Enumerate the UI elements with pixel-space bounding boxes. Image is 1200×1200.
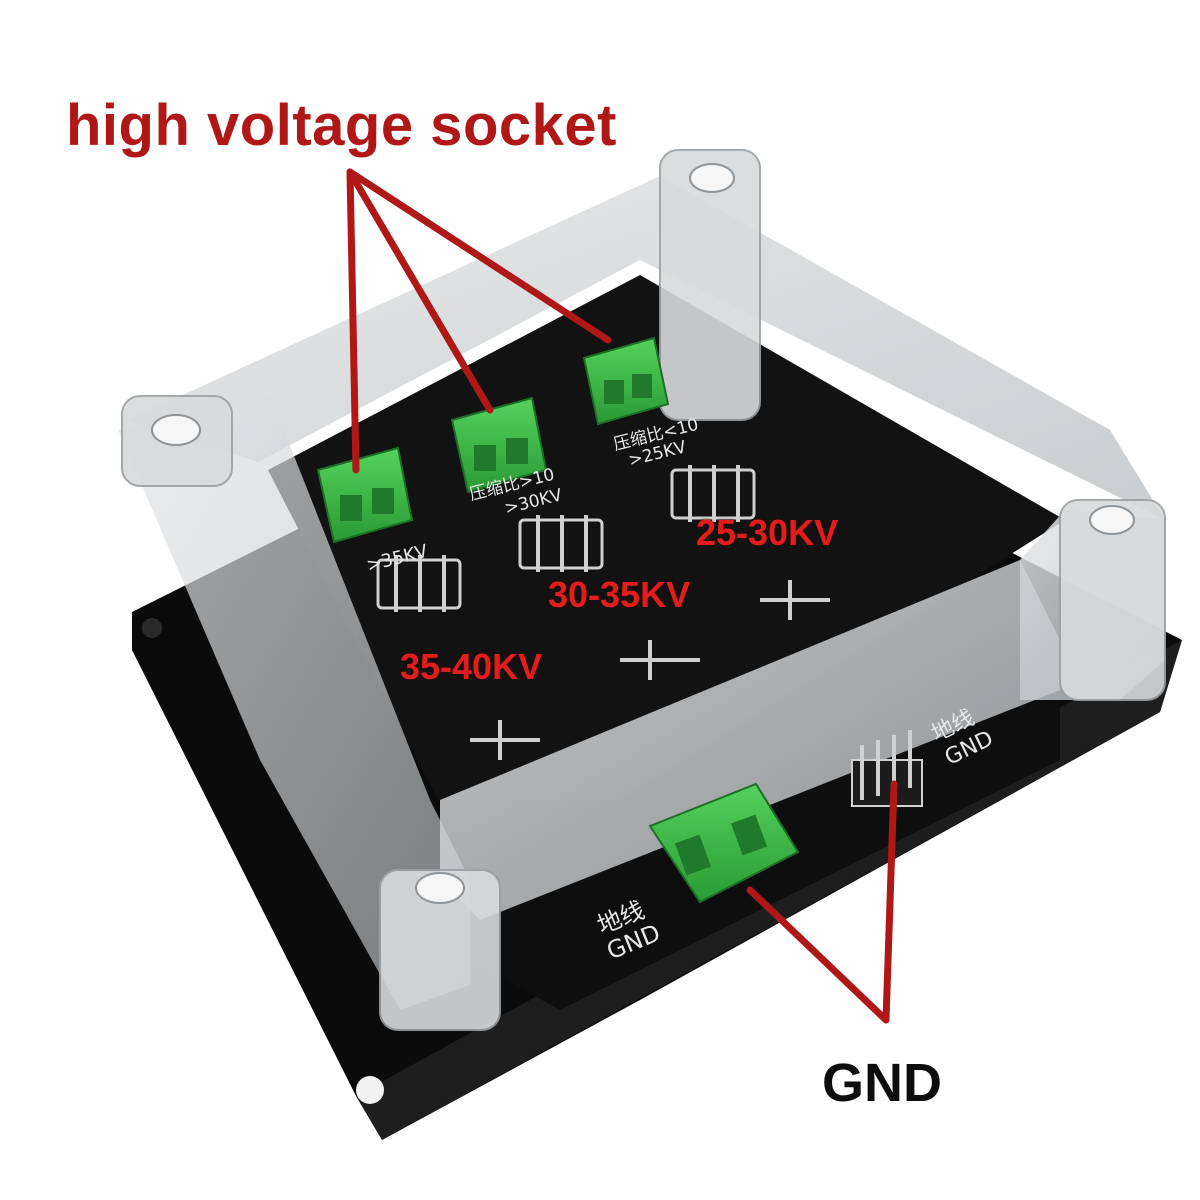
- range-label-25-30kv: 25-30KV: [696, 512, 839, 553]
- corner-post: [1059, 499, 1166, 701]
- range-label-35-40kv: 35-40KV: [400, 646, 543, 687]
- hv-socket-2: [450, 396, 548, 494]
- mount-hole: [142, 618, 162, 638]
- mount-hole: [356, 1076, 384, 1104]
- corner-post: [379, 869, 501, 1031]
- high-voltage-socket-annotation: high voltage socket: [66, 93, 617, 158]
- range-label-30-35kv: 30-35KV: [548, 574, 691, 615]
- annotation-lines: [346, 168, 898, 1024]
- gnd-annotation: GND: [822, 1053, 942, 1113]
- gnd-pin-header: [851, 730, 923, 807]
- gnd-socket: [648, 782, 800, 904]
- corner-post: [659, 149, 761, 421]
- case-left-wall: [118, 395, 470, 1010]
- case-back-wall: [128, 176, 1165, 520]
- hv-socket-1: [316, 446, 414, 544]
- hv-socket-3: [582, 336, 670, 426]
- case-front-rail: [440, 560, 1060, 920]
- jumper-headers: [376, 465, 830, 760]
- pcb-board: [268, 275, 1065, 800]
